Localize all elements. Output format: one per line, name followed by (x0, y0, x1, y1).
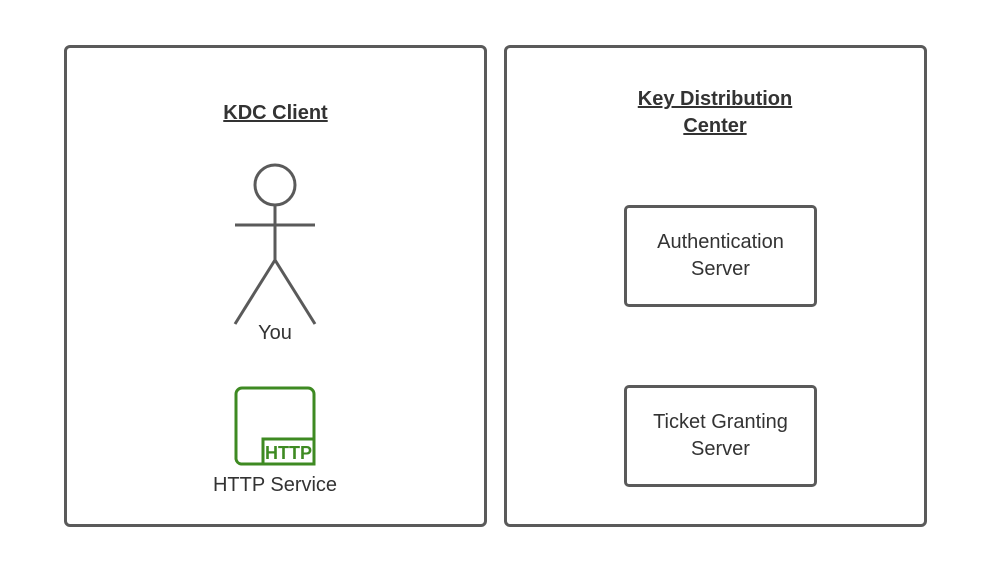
authentication-server-label: Authentication Server (657, 231, 784, 280)
kdc-client-title: KDC Client (223, 102, 328, 124)
user-label: You (258, 322, 292, 344)
http-badge: HTTP (265, 443, 312, 463)
authentication-server-box: Authentication Server (624, 205, 817, 307)
ticket-granting-server-box: Ticket Granting Server (624, 385, 817, 487)
kdc-container (504, 45, 927, 527)
http-service-icon: HTTP (234, 386, 316, 466)
user-actor-icon (233, 163, 317, 325)
kdc-title: Key Distribution Center (637, 88, 793, 137)
kdc-client-container (64, 45, 487, 527)
http-service-label: HTTP Service (212, 474, 338, 496)
ticket-granting-server-label: Ticket Granting Server (653, 411, 788, 460)
